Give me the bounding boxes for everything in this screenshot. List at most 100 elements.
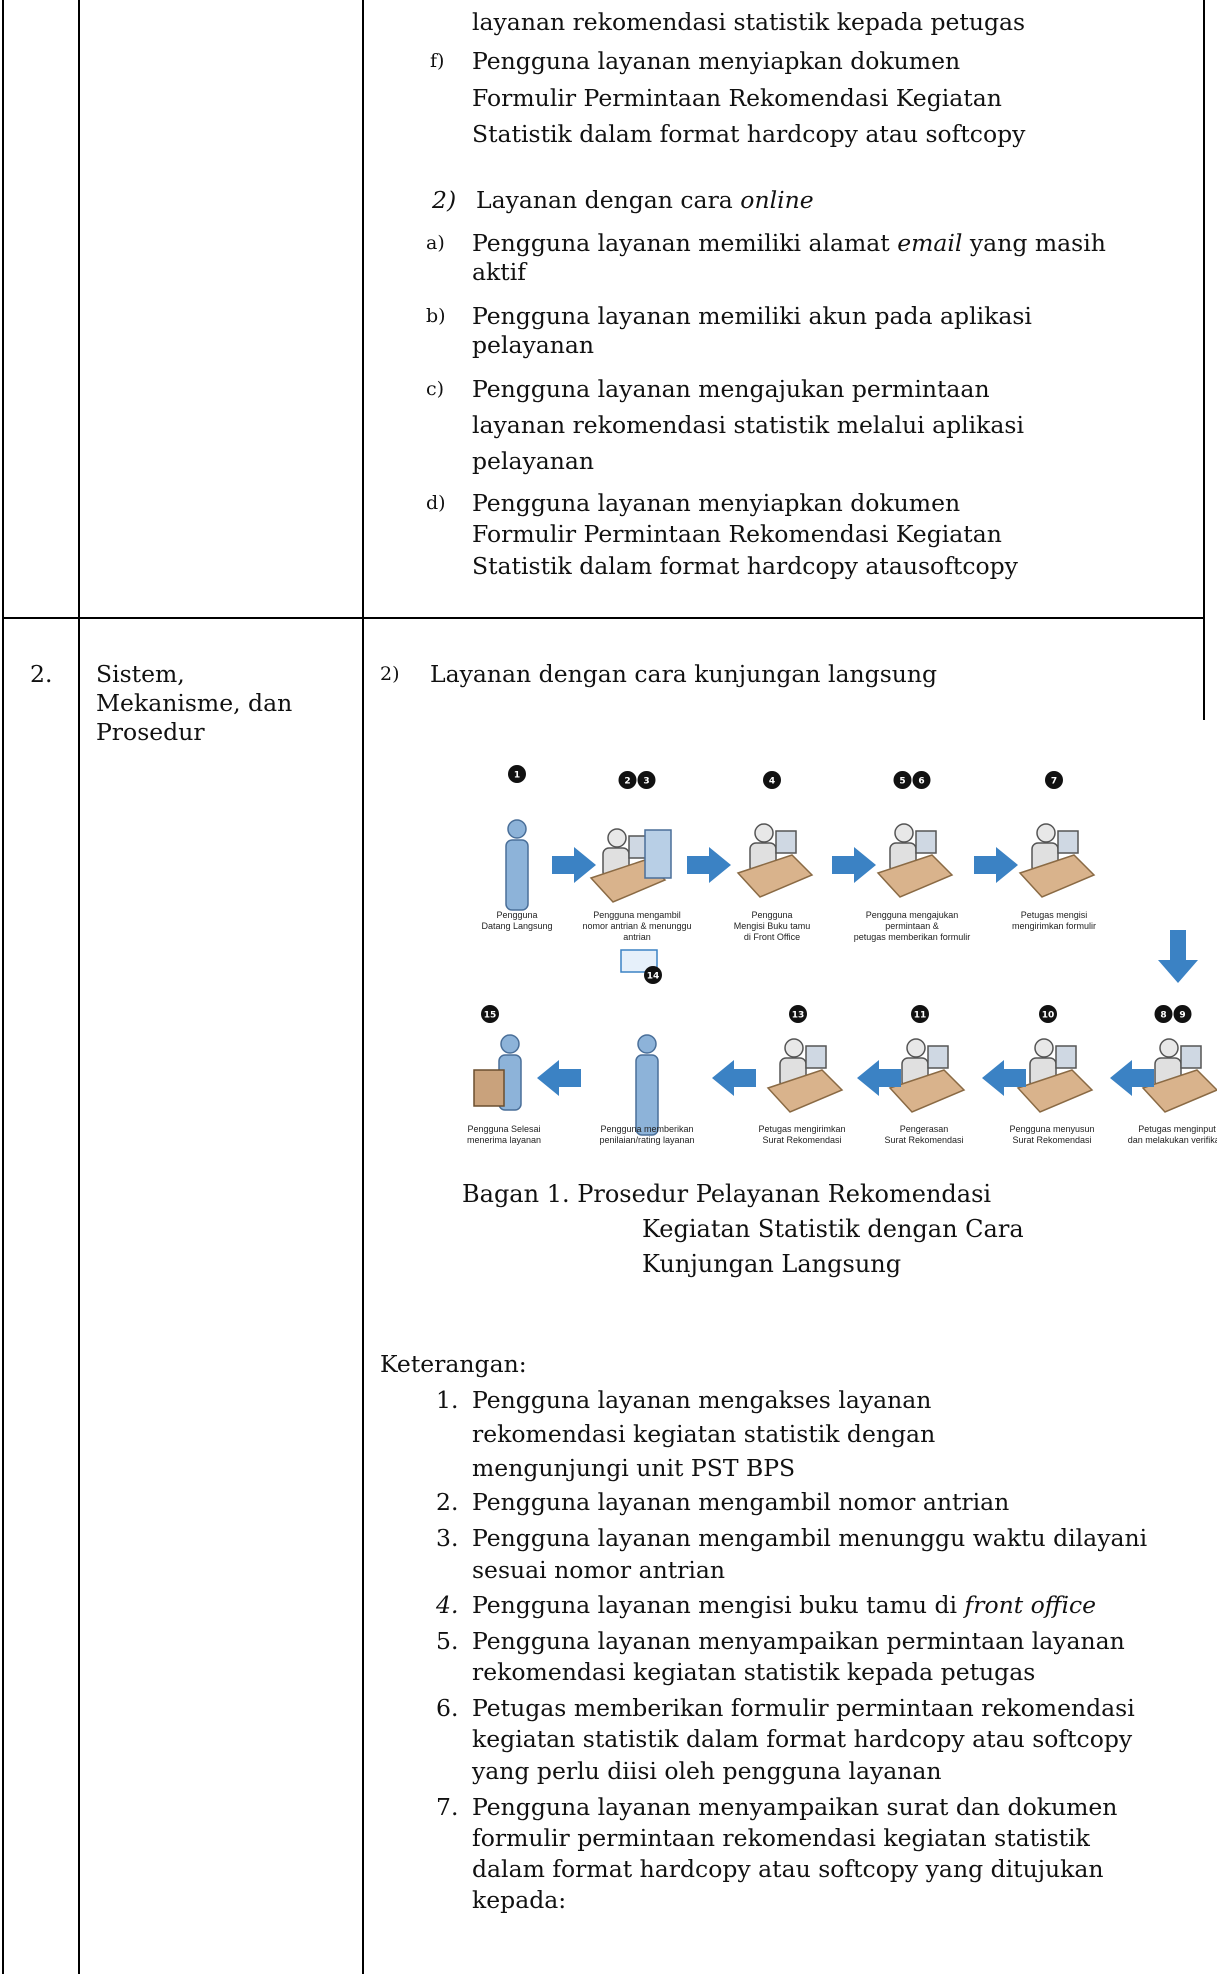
online-item-b-line: Pengguna layanan memiliki akun pada apli… xyxy=(472,302,1032,330)
step-badge xyxy=(508,765,526,783)
item-f-label: f) xyxy=(430,50,445,72)
keterangan-heading: Keterangan: xyxy=(380,1350,527,1378)
step-badge-number: 11 xyxy=(914,1011,927,1021)
step-label: Petugas mengirimkan xyxy=(758,1124,845,1134)
step-label: petugas memberikan formulir xyxy=(854,932,971,942)
step-label: penilaian/rating layanan xyxy=(599,1135,694,1145)
figure-part xyxy=(784,1038,804,1058)
online-item-a-label: a) xyxy=(426,232,445,254)
cart-figure xyxy=(473,1069,505,1107)
ket-line: Pengguna layanan mengakses layanan xyxy=(472,1386,932,1414)
step-badge-number: 3 xyxy=(643,777,649,787)
figure-part xyxy=(1034,1038,1054,1058)
online-item-d-line: Pengguna layanan menyiapkan dokumen xyxy=(472,489,961,517)
ket-line: rekomendasi kegiatan statistik kepada pe… xyxy=(472,1658,1036,1686)
figure-part xyxy=(1055,1045,1077,1069)
service-desk-figure xyxy=(736,823,814,898)
figure-part xyxy=(505,839,529,911)
flow-arrow-down xyxy=(1158,930,1198,983)
step-label: Surat Rekomendasi xyxy=(884,1135,963,1145)
figure-caption-line1: Bagan 1. Prosedur Pelayanan Rekomendasi xyxy=(462,1180,992,1208)
step-badge xyxy=(893,771,912,789)
figure-part xyxy=(766,1069,844,1113)
step-badge-number: 8 xyxy=(1160,1011,1166,1021)
ket-num: 1. xyxy=(436,1386,459,1414)
table-border-right xyxy=(1203,0,1205,720)
ket-line: Pengguna layanan mengambil nomor antrian xyxy=(472,1488,1010,1516)
step-badge xyxy=(1039,1005,1057,1023)
ket-num: 6. xyxy=(436,1694,459,1722)
step-label: di Front Office xyxy=(744,932,800,942)
item-f-line: Pengguna layanan menyiapkan dokumen xyxy=(472,47,961,75)
aspect-line: Prosedur xyxy=(96,718,205,746)
ket-line: yang perlu diisi oleh pengguna layanan xyxy=(472,1757,942,1785)
table-row-divider xyxy=(2,617,1205,619)
flow-arrow-right xyxy=(832,847,876,883)
online-section-number: 2) xyxy=(432,186,457,214)
figure-part xyxy=(1016,1069,1094,1113)
step-label: Pengguna xyxy=(496,910,537,920)
step-badge xyxy=(789,1005,807,1023)
step-badge-number: 13 xyxy=(792,1011,805,1021)
step-label: mengirimkan formulir xyxy=(1012,921,1096,931)
ket-num: 7. xyxy=(436,1793,459,1821)
item-e-tail: layanan rekomendasi statistik kepada pet… xyxy=(472,8,1026,36)
figure-part xyxy=(1036,823,1056,843)
service-desk-figure xyxy=(1016,1038,1094,1113)
ket-line: Pengguna layanan menyampaikan surat dan … xyxy=(472,1793,1118,1821)
figure-part xyxy=(1141,1069,1217,1113)
step-badge-number: 10 xyxy=(1042,1011,1055,1021)
ket-line: formulir permintaan rekomendasi kegiatan… xyxy=(472,1824,1090,1852)
flow-arrow-left xyxy=(857,1060,901,1096)
step-label: antrian xyxy=(623,932,651,942)
online-item-b-line: pelayanan xyxy=(472,331,595,359)
table-border-col1 xyxy=(78,0,80,1974)
step-badge-number: 2 xyxy=(624,777,630,787)
step-label: menerima layanan xyxy=(467,1135,541,1145)
online-item-d-label: d) xyxy=(426,492,446,514)
step-badge xyxy=(618,771,637,789)
step-badge xyxy=(1154,1005,1173,1023)
figure-part xyxy=(1057,830,1079,854)
ket-line: kepada: xyxy=(472,1886,567,1914)
row-number: 2. xyxy=(30,660,53,688)
figure-caption-line2: Kegiatan Statistik dengan Cara xyxy=(642,1215,1024,1243)
queue-machine xyxy=(644,829,672,879)
figure-part xyxy=(888,1069,966,1113)
figure-part xyxy=(507,819,527,839)
figure-part xyxy=(1159,1038,1179,1058)
figure-part xyxy=(607,828,627,848)
queue-desk-figure xyxy=(589,828,667,903)
flow-arrow-left xyxy=(537,1060,581,1096)
step-label: Pengguna mengambil xyxy=(593,910,681,920)
step-badge-number: 14 xyxy=(647,972,660,982)
step-badge-number: 1 xyxy=(514,771,520,781)
ket-line: sesuai nomor antrian xyxy=(472,1556,726,1584)
step-label: dan melakukan verifikasi xyxy=(1128,1135,1217,1145)
step-badge-number: 9 xyxy=(1179,1011,1185,1021)
person-figure xyxy=(635,1034,659,1136)
step-label: Petugas mengisi xyxy=(1021,910,1088,920)
step-badge-number: 4 xyxy=(769,777,775,787)
step-label: Pengguna Selesai xyxy=(467,1124,540,1134)
online-item-d-line: Statistik dalam format hardcopy atausoft… xyxy=(472,552,1018,580)
online-item-b-label: b) xyxy=(426,305,446,327)
figure-part xyxy=(500,1034,520,1054)
step-badge xyxy=(912,771,931,789)
item-f-line: Statistik dalam format hardcopy atau sof… xyxy=(472,120,1026,148)
step-badge-number: 5 xyxy=(899,777,905,787)
flow-arrow-left xyxy=(982,1060,1026,1096)
visit-section-title: Layanan dengan cara kunjungan langsung xyxy=(430,660,938,688)
ket-num: 3. xyxy=(436,1524,459,1552)
step-badge-number: 6 xyxy=(918,777,924,787)
step-badge xyxy=(911,1005,929,1023)
ket-line: kegiatan statistik dalam format hardcopy… xyxy=(472,1725,1133,1753)
service-desk-figure xyxy=(876,823,954,898)
online-item-a-line: aktif xyxy=(472,258,526,286)
person-figure xyxy=(505,819,529,911)
step-label: Surat Rekomendasi xyxy=(762,1135,841,1145)
step-badge xyxy=(637,771,656,789)
ket-num: 5. xyxy=(436,1627,459,1655)
service-desk-figure xyxy=(1018,823,1096,898)
